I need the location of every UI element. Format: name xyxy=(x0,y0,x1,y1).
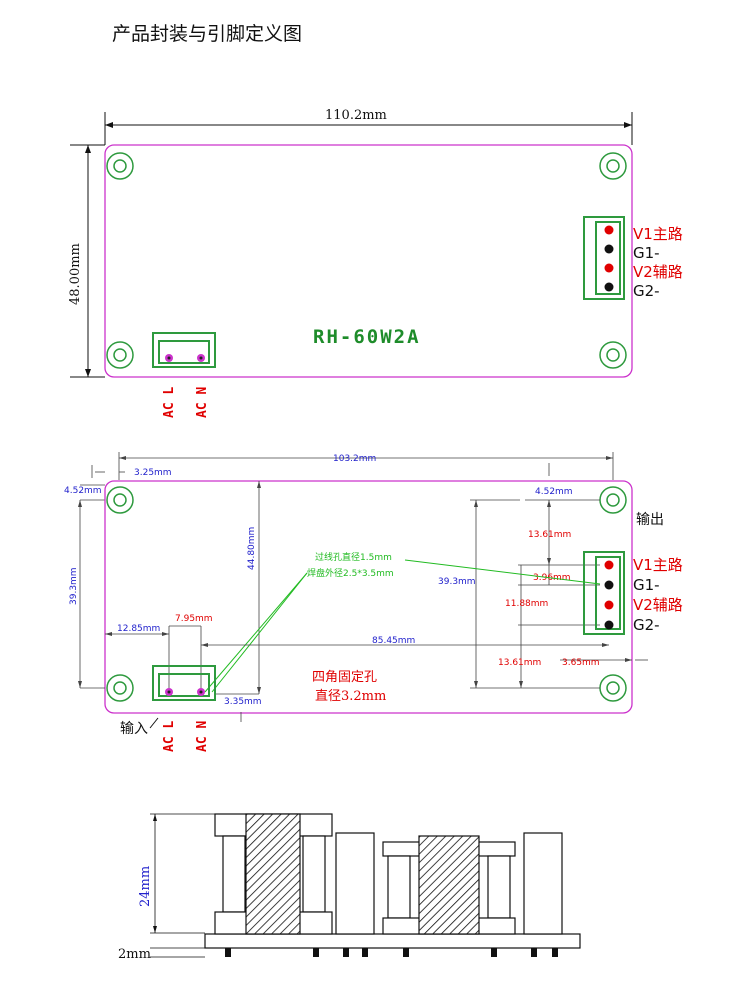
transformer-large xyxy=(214,813,333,935)
mounting-hole-icon xyxy=(106,152,134,180)
input-connector xyxy=(152,332,216,368)
width-dimension: 110.2mm xyxy=(325,108,387,123)
dim-inner-height: 44.80mm xyxy=(247,527,257,570)
dim-input-pitch: 7.95mm xyxy=(175,614,213,624)
input-pin-acn: AC N xyxy=(195,721,210,752)
pcb-board xyxy=(204,933,581,949)
input-pin-acn: AC N xyxy=(195,387,210,418)
capacitor-2 xyxy=(523,832,563,935)
mounting-hole-icon xyxy=(599,341,627,369)
input-pin-acl: AC L xyxy=(162,721,177,752)
mounting-hole-icon xyxy=(106,341,134,369)
side-view: 24mm 2mm xyxy=(118,813,581,962)
dim-pin-pitch-bottom: 13.61mm xyxy=(498,658,541,668)
capacitor-1 xyxy=(335,832,375,935)
pcb-pins xyxy=(225,948,558,957)
dim-overall: 103.2mm xyxy=(333,454,376,464)
dim-hole-top-left: 4.52mm xyxy=(64,486,102,496)
dim-hole-vertical-left: 39.3mm xyxy=(69,567,79,605)
output-connector xyxy=(583,551,625,635)
model-label: RH-60W2A xyxy=(313,326,421,348)
mounting-hole-icon xyxy=(599,486,627,514)
board-outline xyxy=(104,480,633,714)
pin-label-v1: V1主路 xyxy=(633,225,683,243)
pin-label-v1: V1主路 xyxy=(633,556,683,574)
dim-pin-pitch-top: 13.61mm xyxy=(528,530,571,540)
mounting-hole-icon xyxy=(106,674,134,702)
top-view: 110.2mm 48.00mm xyxy=(68,108,683,418)
pin-label-v2: V2辅路 xyxy=(633,263,683,281)
dim-hole-vertical-right: 39.3mm xyxy=(438,577,476,587)
dim-input-left: 12.85mm xyxy=(117,624,160,634)
page-title: 产品封装与引脚定义图 xyxy=(112,23,302,45)
dim-input-bottom: 3.35mm xyxy=(224,697,262,707)
output-label: 输出 xyxy=(636,512,664,528)
pin-label-g1: G1- xyxy=(633,244,660,262)
pin-label-g2: G2- xyxy=(633,282,660,300)
pin-label-v2: V2辅路 xyxy=(633,596,683,614)
dim-input-to-output: 85.45mm xyxy=(372,636,415,646)
via-hole-note: 过线孔直径1.5mm xyxy=(315,551,392,563)
pin-label-g1: G1- xyxy=(633,576,660,594)
side-height-dimension: 24mm xyxy=(138,866,153,907)
input-connector xyxy=(152,665,216,701)
output-connector xyxy=(583,216,625,300)
input-pin-acl: AC L xyxy=(162,387,177,418)
dim-pin-spacing-b: 11.88mm xyxy=(505,599,548,609)
board-outline xyxy=(104,144,633,378)
dim-left-offset: 3.25mm xyxy=(134,468,172,478)
transformer-small xyxy=(382,835,516,935)
mounting-hole-icon xyxy=(599,674,627,702)
mounting-hole-icon xyxy=(106,486,134,514)
mount-hole-diameter: 直径3.2mm xyxy=(315,689,386,704)
dim-hole-top-right: 4.52mm xyxy=(535,487,573,497)
pad-size-note: 焊盘外径2.5*3.5mm xyxy=(307,567,394,579)
dimension-view: 103.2mm 3.25mm 4.52mm xyxy=(64,452,683,752)
input-label: 输入 xyxy=(120,721,148,737)
pin-label-g2: G2- xyxy=(633,616,660,634)
pin-length-dimension: 2mm xyxy=(118,947,151,962)
mounting-hole-icon xyxy=(599,152,627,180)
dim-right-offset: 3.65mm xyxy=(562,658,600,668)
height-dimension: 48.00mm xyxy=(68,243,83,305)
mount-hole-title: 四角固定孔 xyxy=(312,670,377,685)
